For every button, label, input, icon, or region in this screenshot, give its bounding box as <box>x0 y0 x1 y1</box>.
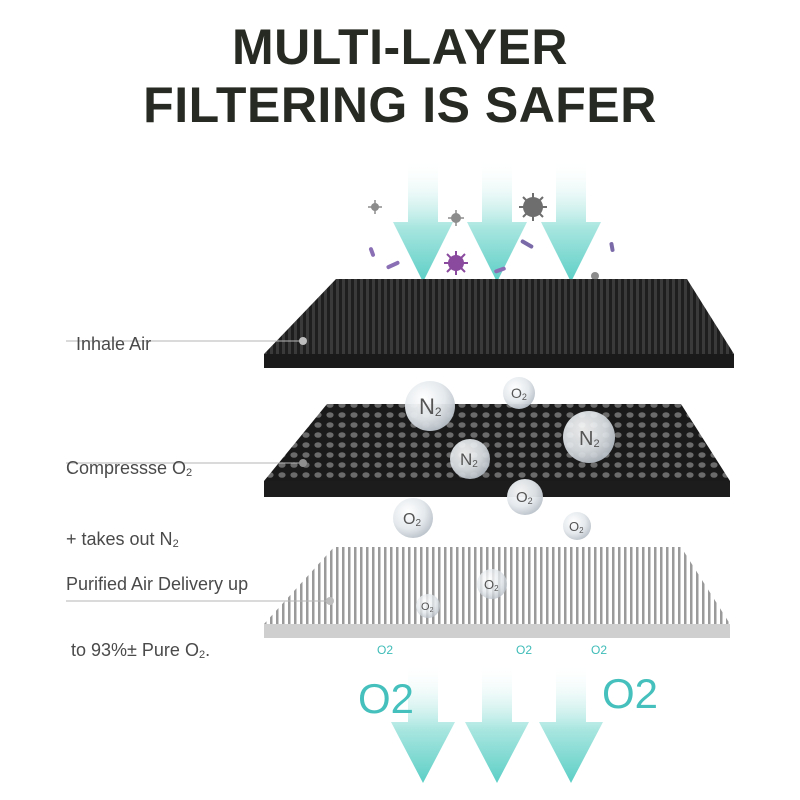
virus-icon <box>519 193 547 221</box>
down-arrow-icon <box>393 160 453 282</box>
label-leaders <box>66 340 328 602</box>
molecule-bubble-icon: O2 <box>563 512 591 540</box>
pollutants <box>368 193 615 280</box>
molecule-bubble-icon: N2 <box>405 381 455 431</box>
molecules: N2 O2 N2 N2 O2 O2 O2 O2 <box>393 377 615 618</box>
layer-2-label: Compressse O2 + takes out N2 <box>66 413 192 577</box>
layer-2-label-line-2: + takes out N2 <box>66 529 179 550</box>
leader-dot <box>299 459 307 467</box>
layer-3-label-line-1: Purified Air Delivery up <box>66 574 249 594</box>
layer-1-label: Inhale Air <box>66 311 151 355</box>
svg-text:O2: O2 <box>403 511 421 529</box>
virus-icon <box>368 200 382 214</box>
outflow-arrows <box>391 664 603 783</box>
molecule-bubble-icon: O2 <box>507 479 543 515</box>
molecule-bubble-icon: O2 <box>416 594 440 618</box>
molecule-bubble-icon: N2 <box>450 439 490 479</box>
down-arrow-icon <box>541 160 601 282</box>
layer-2-mesh-filter <box>264 404 730 497</box>
layer-3-label-line-2: to 93%± Pure O2. <box>66 640 211 661</box>
o2-small-label: O2 <box>516 643 532 657</box>
svg-text:O2: O2 <box>511 385 527 402</box>
virus-icon <box>448 210 464 226</box>
down-arrow-icon <box>465 664 529 783</box>
bacteria-icon <box>520 239 534 249</box>
layer-3-label: Purified Air Delivery up to 93%± Pure O2… <box>66 529 248 688</box>
layer-1-label-text: Inhale Air <box>76 334 152 354</box>
bacteria-icon <box>386 260 400 270</box>
virus-icon <box>444 251 468 275</box>
down-arrow-icon <box>391 664 455 783</box>
bacteria-icon <box>494 266 506 274</box>
molecule-bubble-icon: O2 <box>393 498 433 538</box>
layer-1-dark-filter <box>264 279 734 368</box>
o2-small-label: O2 <box>591 643 607 657</box>
bacteria-icon <box>368 247 376 257</box>
leader-dot <box>326 597 334 605</box>
molecule-bubble-icon: O2 <box>477 569 507 599</box>
svg-text:O2: O2 <box>569 519 584 535</box>
o2-small-label: O2 <box>377 643 393 657</box>
down-arrow-icon <box>539 664 603 783</box>
svg-text:O2: O2 <box>516 489 533 506</box>
title-line-1: MULTI-LAYER <box>231 19 569 75</box>
molecule-bubble-icon: N2 <box>563 411 615 463</box>
leader-dot <box>299 337 307 345</box>
molecule-bubble-icon: O2 <box>503 377 535 409</box>
layer-2-label-line-1: Compressse O2 <box>66 458 193 479</box>
o2-big-label-left: O2 <box>358 675 414 722</box>
down-arrow-icon <box>467 160 527 282</box>
svg-text:N2: N2 <box>419 394 442 419</box>
svg-text:O2: O2 <box>421 601 434 614</box>
title-line-2: FILTERING IS SAFER <box>143 77 657 133</box>
inflow-arrows <box>393 160 601 282</box>
o2-big-label-right: O2 <box>602 670 658 717</box>
svg-text:N2: N2 <box>460 450 478 470</box>
bacteria-icon <box>609 242 615 252</box>
svg-text:O2: O2 <box>484 577 499 593</box>
svg-text:N2: N2 <box>579 428 600 450</box>
virus-icon <box>591 272 599 280</box>
